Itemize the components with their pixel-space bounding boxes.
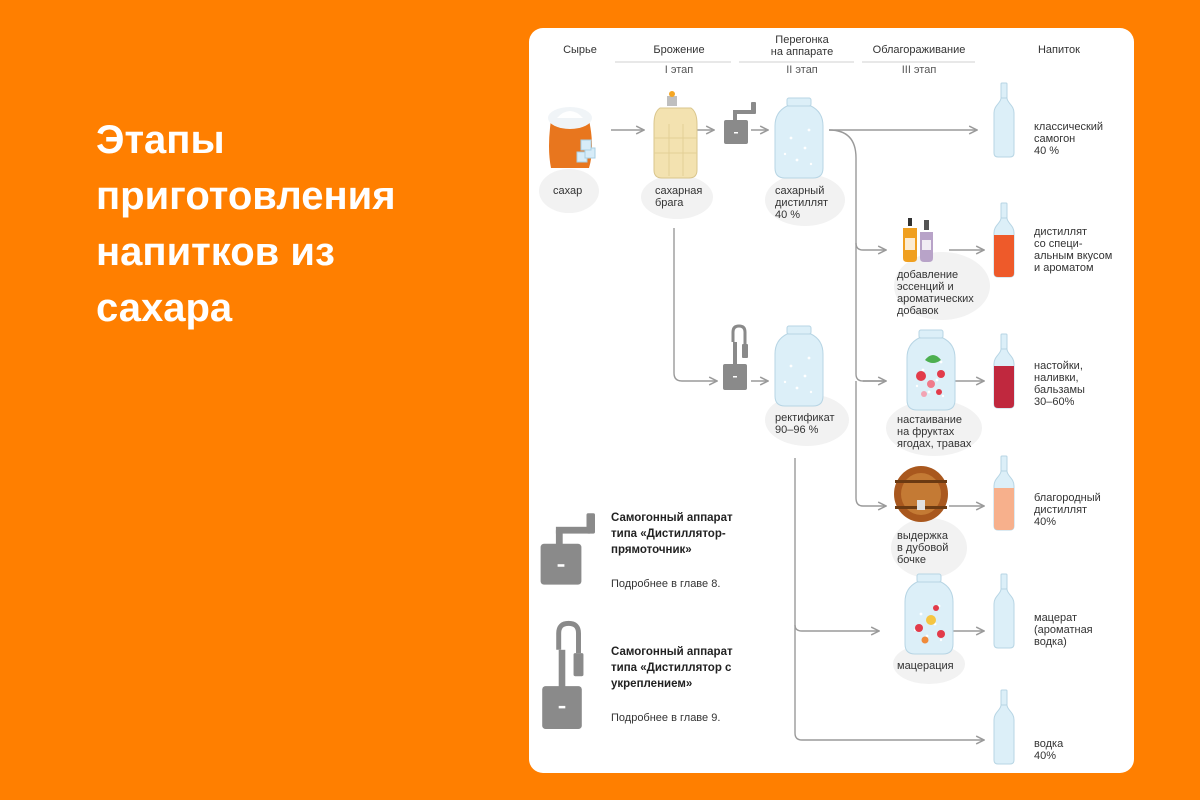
flavored-bottle-icon bbox=[993, 202, 1015, 278]
sugar-sack-icon bbox=[548, 107, 596, 168]
node-mash: сахарная брага bbox=[655, 185, 703, 209]
direct-still-icon bbox=[724, 102, 756, 144]
stage-1-label: I этап bbox=[664, 64, 694, 76]
infusion-jar-icon bbox=[906, 329, 956, 411]
classic-bottle-icon bbox=[993, 82, 1015, 158]
node-additives: добавление эссенций и ароматических доба… bbox=[897, 269, 974, 317]
drink-vodka: водка 40% bbox=[1034, 738, 1064, 762]
node-rectified: ректификат 90–96 % bbox=[775, 412, 835, 436]
drink-noble: благородный дистиллят 40% bbox=[1034, 492, 1101, 528]
node-distillate: сахарный дистиллят 40 % bbox=[775, 185, 829, 221]
diagram-graphics bbox=[539, 61, 1015, 765]
rectified-jar-icon bbox=[774, 325, 824, 407]
column-header-refinement: Облагораживание bbox=[872, 44, 966, 56]
reflux-still-icon bbox=[721, 324, 750, 392]
distillate-jar-icon bbox=[774, 97, 824, 179]
column-header-fermentation: Брожение bbox=[653, 44, 705, 56]
node-aging: выдержка в дубовой бочке bbox=[897, 530, 949, 566]
mash-jar-icon bbox=[653, 91, 698, 179]
liqueur-bottle-icon bbox=[993, 333, 1015, 409]
macerate-bottle-icon bbox=[993, 573, 1015, 649]
drink-classic: классический самогон 40 % bbox=[1034, 121, 1104, 157]
legend-still1-title: Самогонный аппарат типа «Дистиллятор- пр… bbox=[611, 512, 733, 556]
vodka-bottle-icon bbox=[993, 689, 1015, 765]
drink-liqueurs: настойки, наливки, бальзамы 30–60% bbox=[1034, 360, 1085, 408]
noble-bottle-icon bbox=[993, 455, 1015, 531]
node-maceration: мацерация bbox=[897, 660, 954, 672]
maceration-jar-icon bbox=[904, 573, 954, 655]
legend-still1-note: Подробнее в главе 8. bbox=[611, 578, 721, 590]
flow-arrows bbox=[611, 130, 984, 740]
drink-flavored: дистиллят со специ- альным вкусом и аром… bbox=[1034, 226, 1113, 274]
oak-barrel-icon bbox=[894, 466, 948, 522]
stage-2-label: II этап bbox=[786, 64, 818, 76]
node-sugar: сахар bbox=[553, 185, 583, 197]
column-header-raw: Сырье bbox=[563, 44, 597, 56]
legend-still2-note: Подробнее в главе 9. bbox=[611, 712, 721, 724]
node-infusion: настаивание на фруктах ягодах, травах bbox=[897, 414, 972, 450]
column-header-drink: Напиток bbox=[1037, 44, 1080, 56]
legend-still2-title: Самогонный аппарат типа «Дистиллятор с у… bbox=[611, 646, 733, 690]
legend-reflux-still-icon bbox=[542, 623, 583, 729]
drink-macerate: мацерат (ароматная водка) bbox=[1034, 612, 1093, 648]
essence-bottles-icon bbox=[903, 218, 933, 262]
legend-direct-still-icon bbox=[540, 513, 595, 585]
stage-3-label: III этап bbox=[901, 64, 937, 76]
label-blobs bbox=[539, 169, 990, 684]
page-title: Этапы приготовления напитков из сахара bbox=[96, 118, 396, 330]
diagram-card: Сырье Брожение Перегонка на аппарате Обл… bbox=[529, 28, 1134, 773]
column-header-distillation: Перегонка на аппарате bbox=[770, 34, 834, 58]
